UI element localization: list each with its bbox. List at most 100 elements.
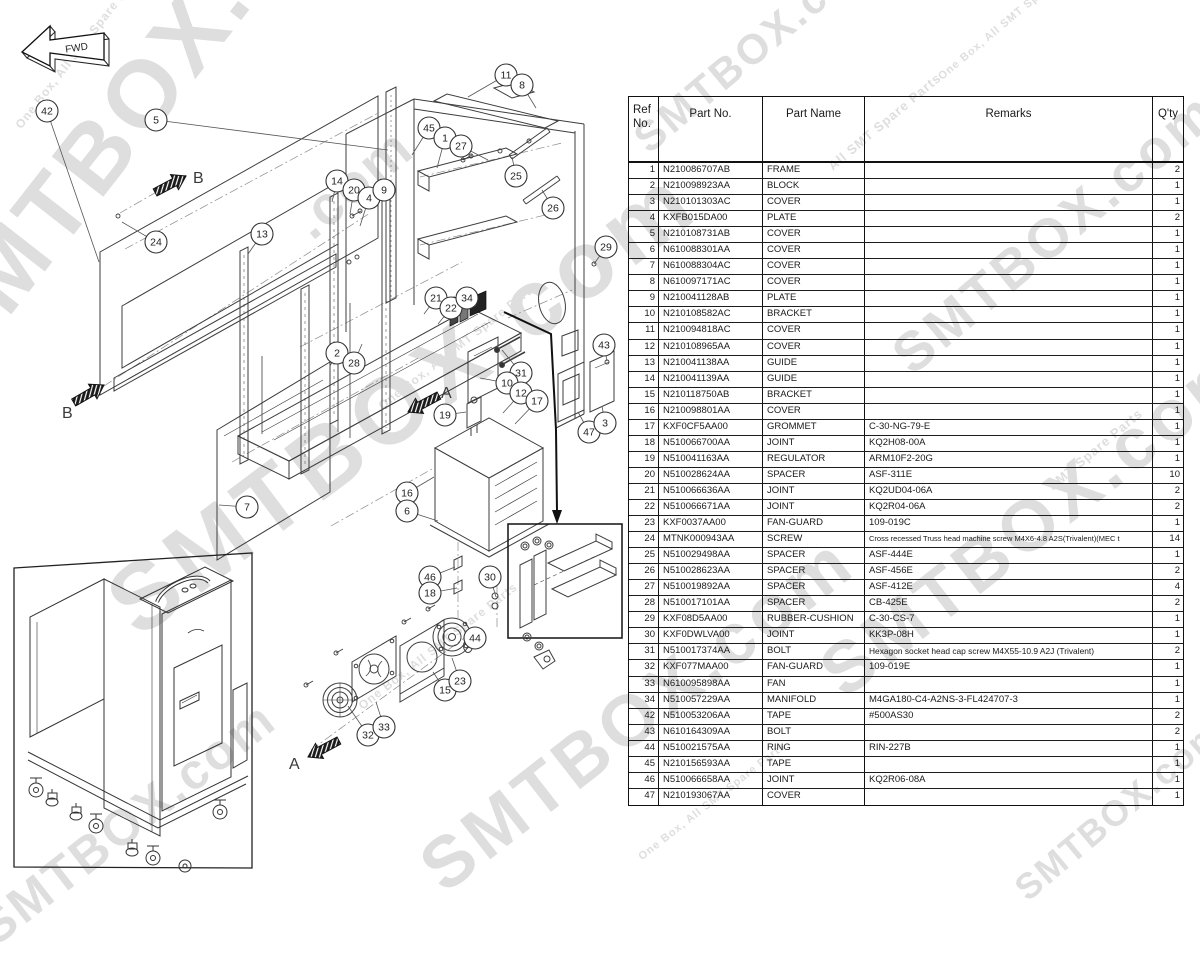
cell-qty: 2	[1174, 645, 1180, 657]
cell-qty: 1	[1174, 324, 1180, 336]
leader-line	[46, 110, 100, 263]
cell-ref: 4	[629, 211, 659, 227]
callout-number-7: 7	[244, 502, 250, 514]
col-header-remarks: Remarks	[865, 97, 1153, 161]
callout-number-26: 26	[547, 203, 559, 215]
cell-part-name: BOLT	[763, 724, 865, 740]
cell-remarks	[865, 756, 1153, 772]
cell-part-name: COVER	[763, 323, 865, 339]
cell-ref: 7	[629, 259, 659, 275]
cell-part-no: N210108582AC	[659, 307, 763, 323]
cell-remarks	[865, 291, 1153, 307]
cell-part-name: SPACER	[763, 580, 865, 596]
cell-qty: 1	[1174, 308, 1180, 320]
cell-part-no: MTNK000943AA	[659, 532, 763, 548]
callout-number-18: 18	[424, 588, 436, 600]
cell-qty: 2	[1174, 484, 1180, 496]
cell-qty: 1	[1174, 661, 1180, 673]
cell-part-no: N210098923AA	[659, 179, 763, 195]
callout-circle-19	[433, 403, 457, 427]
cell-remarks	[865, 788, 1153, 805]
cell-qty: 2	[1174, 709, 1180, 721]
cell-qty: 1	[1174, 340, 1180, 352]
cell-qty: 1	[1174, 292, 1180, 304]
callout-circle-23	[448, 669, 472, 693]
callout-number-30: 30	[484, 572, 496, 584]
cell-part-no: N610164309AA	[659, 724, 763, 740]
cell-part-name: COVER	[763, 243, 865, 259]
cell-qty: 2	[1174, 164, 1180, 175]
cell-ref: 2	[629, 179, 659, 195]
cell-part-name: SPACER	[763, 467, 865, 483]
col-header-part-no: Part No.	[659, 97, 763, 161]
cell-part-no: N210041128AB	[659, 291, 763, 307]
cell-remarks: M4GA180-C4-A2NS-3-FL424707-3	[865, 692, 1153, 708]
cell-ref: 18	[629, 435, 659, 451]
cell-remarks	[865, 275, 1153, 291]
assembled-machine-view	[13, 552, 253, 873]
fwd-arrow-label: FWD	[65, 41, 89, 55]
callout-circle-29	[594, 235, 618, 259]
cell-ref: 11	[629, 323, 659, 339]
cell-ref: 20	[629, 467, 659, 483]
callout-circle-27	[449, 134, 473, 158]
view-label-b: B	[193, 170, 204, 187]
cell-qty: 1	[1174, 613, 1180, 625]
callout-number-14: 14	[331, 176, 343, 188]
cell-part-name: COVER	[763, 275, 865, 291]
cell-qty: 1	[1174, 244, 1180, 256]
col-header-ref: Ref No.	[629, 97, 659, 161]
view-label-a: A	[441, 385, 452, 402]
cell-part-name: FAN-GUARD	[763, 516, 865, 532]
cell-ref: 34	[629, 692, 659, 708]
cell-remarks	[865, 259, 1153, 275]
frame-linework	[99, 81, 615, 718]
cell-part-name: SPACER	[763, 548, 865, 564]
cell-qty: 2	[1174, 500, 1180, 512]
callout-number-9: 9	[381, 185, 387, 197]
cell-qty: 14	[1169, 533, 1180, 545]
cell-part-name: BRACKET	[763, 387, 865, 403]
cell-qty: 1	[1174, 693, 1180, 705]
callout-number-20: 20	[348, 185, 360, 197]
machine-casters	[28, 777, 228, 873]
cell-ref: 1	[629, 163, 659, 179]
manifold-detail-inset	[507, 523, 623, 670]
cell-qty: 1	[1174, 436, 1180, 448]
cell-ref: 13	[629, 355, 659, 371]
cell-part-no: N210098801AA	[659, 403, 763, 419]
callout-number-15: 15	[439, 685, 451, 697]
cell-remarks: #500AS30	[865, 708, 1153, 724]
cell-part-name: COVER	[763, 339, 865, 355]
callout-number-28: 28	[348, 358, 360, 370]
cell-qty: 1	[1174, 276, 1180, 288]
callout-number-5: 5	[153, 115, 159, 127]
callout-number-45: 45	[423, 123, 435, 135]
cell-remarks: Hexagon socket head cap screw M4X55-10.9…	[865, 644, 1153, 660]
cell-part-no: N210108731AB	[659, 227, 763, 243]
callout-number-11: 11	[501, 70, 512, 82]
cell-qty: 2	[1174, 725, 1180, 737]
cell-part-name: JOINT	[763, 628, 865, 644]
callout-circle-30	[478, 565, 502, 589]
callout-number-42: 42	[41, 106, 53, 118]
callout-number-10: 10	[501, 378, 513, 390]
cell-ref: 46	[629, 772, 659, 788]
cell-ref: 33	[629, 676, 659, 692]
